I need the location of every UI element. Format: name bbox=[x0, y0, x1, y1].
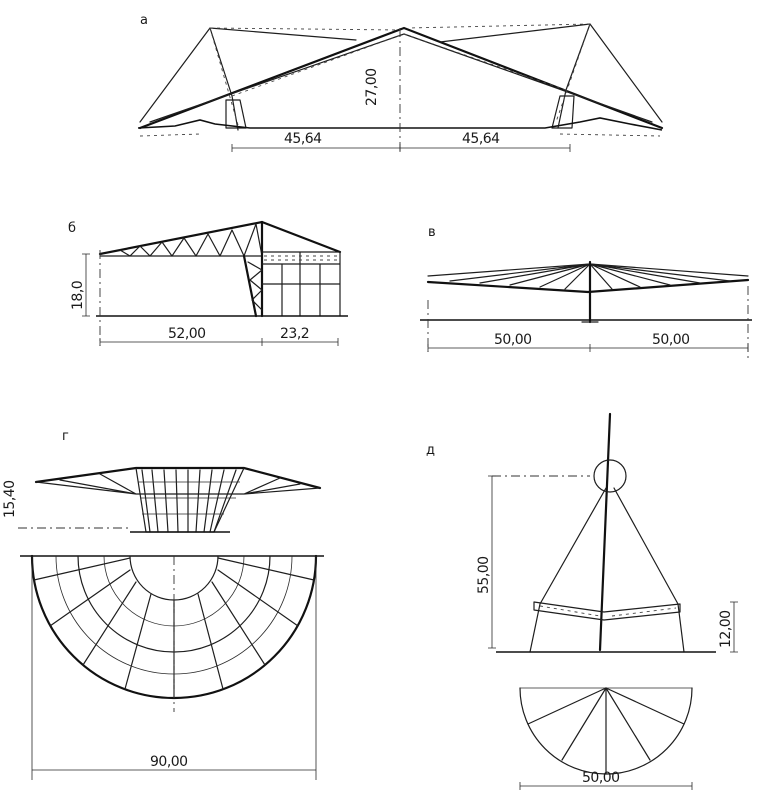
panel-a-dim-line bbox=[231, 144, 571, 152]
panel-a-label: а bbox=[140, 13, 148, 28]
panel-a-ground-hatch bbox=[139, 133, 661, 137]
panel-v-roof-edge bbox=[426, 278, 750, 294]
panel-d-roof bbox=[533, 601, 681, 621]
panel-a-right-frame bbox=[439, 23, 663, 129]
panel-g-roof bbox=[34, 466, 322, 490]
panel-g: г 15,40 90,00 bbox=[2, 429, 324, 780]
panel-v-label: в bbox=[428, 225, 436, 240]
panel-d-dim-diam-line bbox=[519, 782, 693, 790]
panel-b-column-brace bbox=[247, 261, 263, 311]
panel-b-dim-height: 18,0 bbox=[70, 281, 86, 310]
panel-d-mast bbox=[598, 412, 612, 652]
panel-v: в 50,00 50,00 bbox=[420, 225, 752, 362]
panel-a-dim-right: 45,64 bbox=[462, 131, 500, 147]
panel-b-side-cladding bbox=[264, 255, 338, 261]
panel-v-dim-left: 50,00 bbox=[494, 332, 532, 348]
panel-g-cone-ribs bbox=[141, 469, 237, 533]
panel-a-dim-height: 27,00 bbox=[364, 68, 380, 106]
panel-g-plan-radials bbox=[33, 557, 315, 699]
panel-b-dim-main: 52,00 bbox=[168, 326, 206, 342]
panel-b-label: б bbox=[68, 221, 76, 236]
panel-d-dim-diameter: 50,00 bbox=[582, 770, 620, 786]
panel-b-column bbox=[242, 220, 264, 318]
panel-b-side-building bbox=[261, 251, 341, 317]
panel-d-dim-mast-line bbox=[488, 475, 496, 649]
panel-b-dim-side: 23,2 bbox=[280, 326, 309, 342]
panel-d-dim-mast: 55,00 bbox=[476, 556, 492, 594]
panel-d-dim-roof-line bbox=[730, 601, 738, 653]
panel-v-cables-left bbox=[449, 263, 591, 290]
panel-d-mast-head bbox=[593, 459, 627, 493]
panel-a-dim-left: 45,64 bbox=[284, 131, 322, 147]
panel-g-label: г bbox=[62, 429, 69, 444]
panel-g-dim-line bbox=[31, 556, 317, 780]
panel-d-label: д bbox=[426, 443, 435, 458]
panel-g-dim-diameter: 90,00 bbox=[150, 754, 188, 770]
panel-a: а 45,64 45,64 27,00 bbox=[137, 13, 664, 152]
panel-g-roof-lower bbox=[35, 473, 321, 495]
panel-d-dim-roof: 12,00 bbox=[718, 610, 734, 648]
panel-a-left-stays bbox=[209, 27, 405, 126]
panel-d-roof-web bbox=[539, 605, 677, 617]
panel-a-left-support bbox=[225, 99, 247, 129]
panel-a-ground bbox=[137, 117, 663, 131]
panel-d-cables bbox=[529, 487, 685, 653]
panel-d-plan-radials bbox=[527, 687, 685, 775]
panel-a-right-support bbox=[551, 95, 575, 129]
panel-v-dim-right: 50,00 bbox=[652, 332, 690, 348]
panel-g-dim-height: 15,40 bbox=[2, 480, 18, 518]
panel-a-roof-lower bbox=[149, 33, 653, 123]
panel-v-cables-right bbox=[589, 263, 731, 290]
panel-v-dim-line bbox=[427, 344, 749, 352]
panel-d: д 55,00 12,00 50,00 bbox=[426, 412, 738, 790]
panel-a-left-frame bbox=[139, 27, 357, 131]
panel-b-dim-height-line bbox=[82, 253, 90, 317]
panel-a-right-stays bbox=[403, 23, 591, 123]
panel-b: б 52,00 23,2 18,0 bbox=[68, 220, 348, 346]
panel-g-cone-rings bbox=[138, 481, 240, 515]
panel-b-dim-line bbox=[99, 338, 339, 346]
panel-b-truss-web bbox=[119, 223, 263, 257]
